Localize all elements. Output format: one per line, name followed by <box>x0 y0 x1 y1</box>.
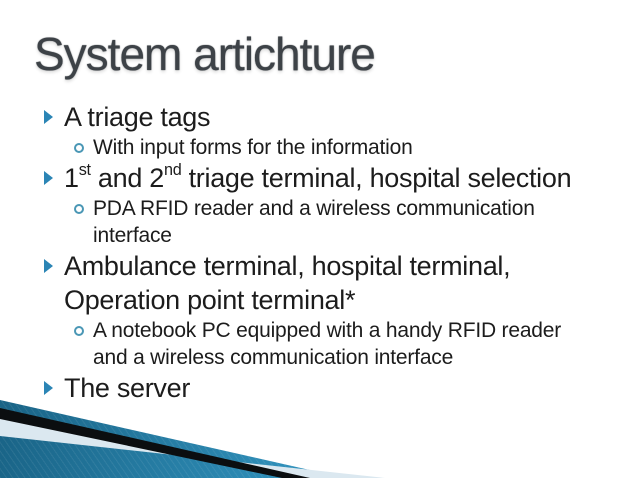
bullet-text: A triage tags <box>64 100 211 134</box>
superscript-text: nd <box>164 160 182 179</box>
bullet-circle-icon <box>74 143 84 153</box>
bullet-circle-icon <box>74 204 84 214</box>
bullet-text: 1st and 2nd triage terminal, hospital se… <box>64 160 572 195</box>
slide-title: System artichture <box>34 28 376 80</box>
bullet-item: 1st and 2nd triage terminal, hospital se… <box>44 161 582 195</box>
bullet-item: With input forms for the information <box>74 134 582 161</box>
bullet-arrow-icon <box>44 110 53 124</box>
bullet-item: A notebook PC equipped with a handy RFID… <box>74 317 582 371</box>
bullet-item: A triage tags <box>44 100 582 134</box>
bullet-item: Ambulance terminal, hospital terminal, O… <box>44 249 582 317</box>
bullet-arrow-icon <box>44 171 53 185</box>
text-run: A notebook PC equipped with a handy RFID… <box>93 319 562 369</box>
text-run: With input forms for the information <box>93 136 413 159</box>
bullet-text: The server <box>64 371 190 405</box>
text-run: A triage tags <box>64 102 211 132</box>
bullet-item: PDA RFID reader and a wireless communica… <box>74 195 582 249</box>
superscript-text: st <box>78 160 91 179</box>
text-run: 1 <box>64 163 79 193</box>
text-run: The server <box>64 373 191 403</box>
bullet-item: The server <box>44 371 582 405</box>
text-run: PDA RFID reader and a wireless communica… <box>93 197 535 247</box>
bullet-arrow-icon <box>44 381 53 395</box>
bullet-text: PDA RFID reader and a wireless communica… <box>93 195 582 249</box>
text-run: triage terminal, hospital selection <box>181 163 572 193</box>
bullet-text: Ambulance terminal, hospital terminal, O… <box>64 249 582 317</box>
text-run: and 2 <box>90 163 164 193</box>
bullet-text: A notebook PC equipped with a handy RFID… <box>93 317 582 371</box>
text-run: Ambulance terminal, hospital terminal, O… <box>64 251 511 315</box>
bullet-circle-icon <box>74 326 84 336</box>
bullet-arrow-icon <box>44 259 53 273</box>
bullet-text: With input forms for the information <box>93 134 413 161</box>
